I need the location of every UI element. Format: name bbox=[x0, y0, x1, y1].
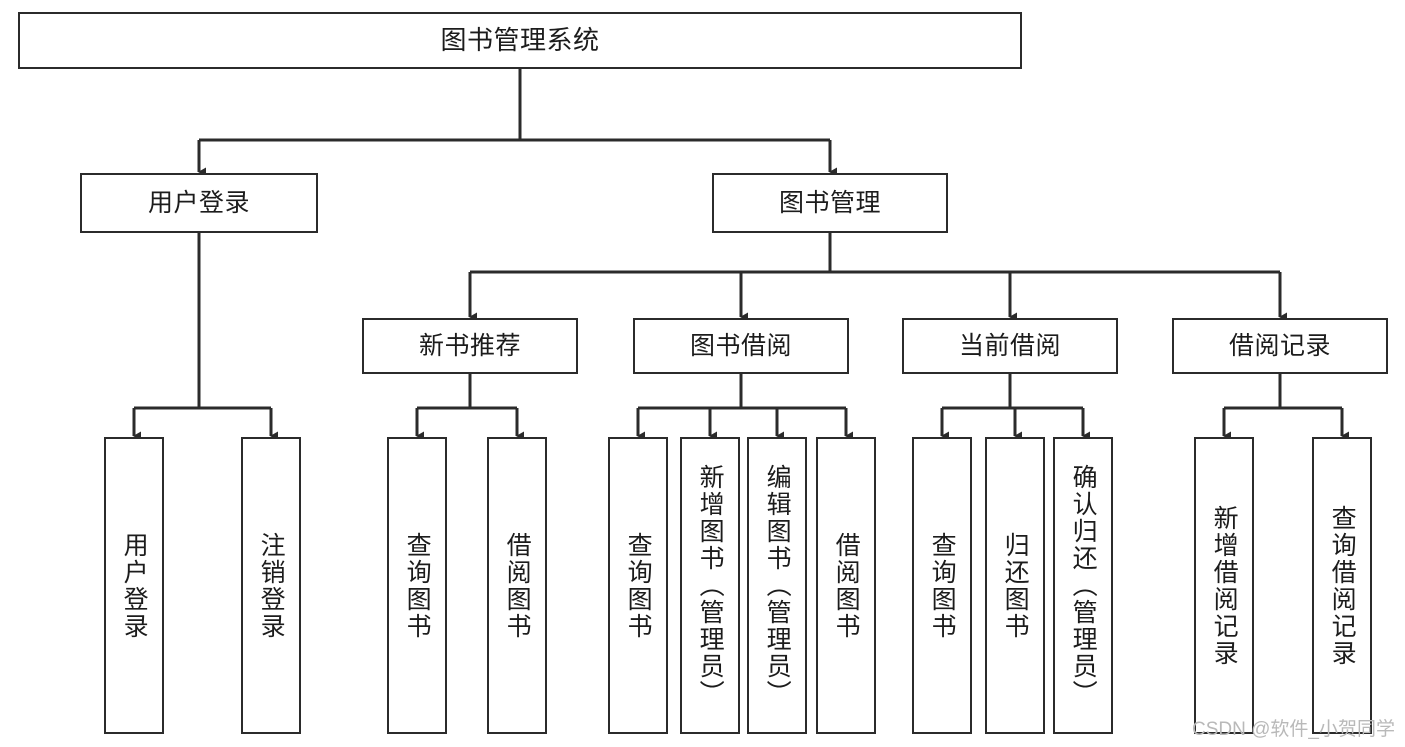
node-label: 新增借阅记录 bbox=[1210, 504, 1239, 667]
node-leaf-edit-book: 编辑图书（管理员） bbox=[747, 437, 807, 734]
node-label: 新增图书（管理员） bbox=[696, 464, 725, 707]
node-login: 用户登录 bbox=[80, 173, 318, 233]
node-leaf-borrow-book-2: 借阅图书 bbox=[816, 437, 876, 734]
node-leaf-query-book-2: 查询图书 bbox=[608, 437, 668, 734]
node-label: 查询图书 bbox=[928, 531, 957, 640]
node-label: 图书借阅 bbox=[689, 332, 792, 360]
node-leaf-return-book: 归还图书 bbox=[985, 437, 1045, 734]
node-label: 查询借阅记录 bbox=[1328, 504, 1357, 667]
node-leaf-user-login: 用户登录 bbox=[104, 437, 164, 734]
node-label: 查询图书 bbox=[624, 531, 653, 640]
node-current: 当前借阅 bbox=[902, 318, 1118, 374]
node-leaf-confirm-return: 确认归还（管理员） bbox=[1053, 437, 1113, 734]
node-leaf-query-record: 查询借阅记录 bbox=[1312, 437, 1372, 734]
node-label: 借阅记录 bbox=[1228, 332, 1331, 360]
node-label: 借阅图书 bbox=[503, 531, 532, 640]
node-label: 图书管理 bbox=[778, 189, 881, 217]
node-label: 归还图书 bbox=[1001, 531, 1030, 640]
node-label: 编辑图书（管理员） bbox=[763, 464, 792, 707]
node-root: 图书管理系统 bbox=[18, 12, 1022, 69]
node-label: 用户登录 bbox=[120, 531, 149, 640]
node-label: 当前借阅 bbox=[958, 332, 1061, 360]
node-leaf-add-record: 新增借阅记录 bbox=[1194, 437, 1254, 734]
node-records: 借阅记录 bbox=[1172, 318, 1388, 374]
node-leaf-logout: 注销登录 bbox=[241, 437, 301, 734]
csdn-watermark: CSDN @软件_小贺同学 bbox=[1192, 719, 1395, 740]
node-label: 借阅图书 bbox=[832, 531, 861, 640]
node-borrow: 图书借阅 bbox=[633, 318, 849, 374]
node-newbook: 新书推荐 bbox=[362, 318, 578, 374]
node-leaf-query-book-3: 查询图书 bbox=[912, 437, 972, 734]
node-label: 新书推荐 bbox=[418, 332, 521, 360]
node-label: 注销登录 bbox=[257, 531, 286, 640]
node-label: 查询图书 bbox=[403, 531, 432, 640]
node-label: 用户登录 bbox=[147, 189, 250, 217]
node-bookmgmt: 图书管理 bbox=[712, 173, 948, 233]
node-label: 图书管理系统 bbox=[440, 24, 600, 55]
node-leaf-borrow-book-1: 借阅图书 bbox=[487, 437, 547, 734]
node-leaf-add-book: 新增图书（管理员） bbox=[680, 437, 740, 734]
node-label: 确认归还（管理员） bbox=[1069, 464, 1098, 707]
node-leaf-query-book-1: 查询图书 bbox=[387, 437, 447, 734]
